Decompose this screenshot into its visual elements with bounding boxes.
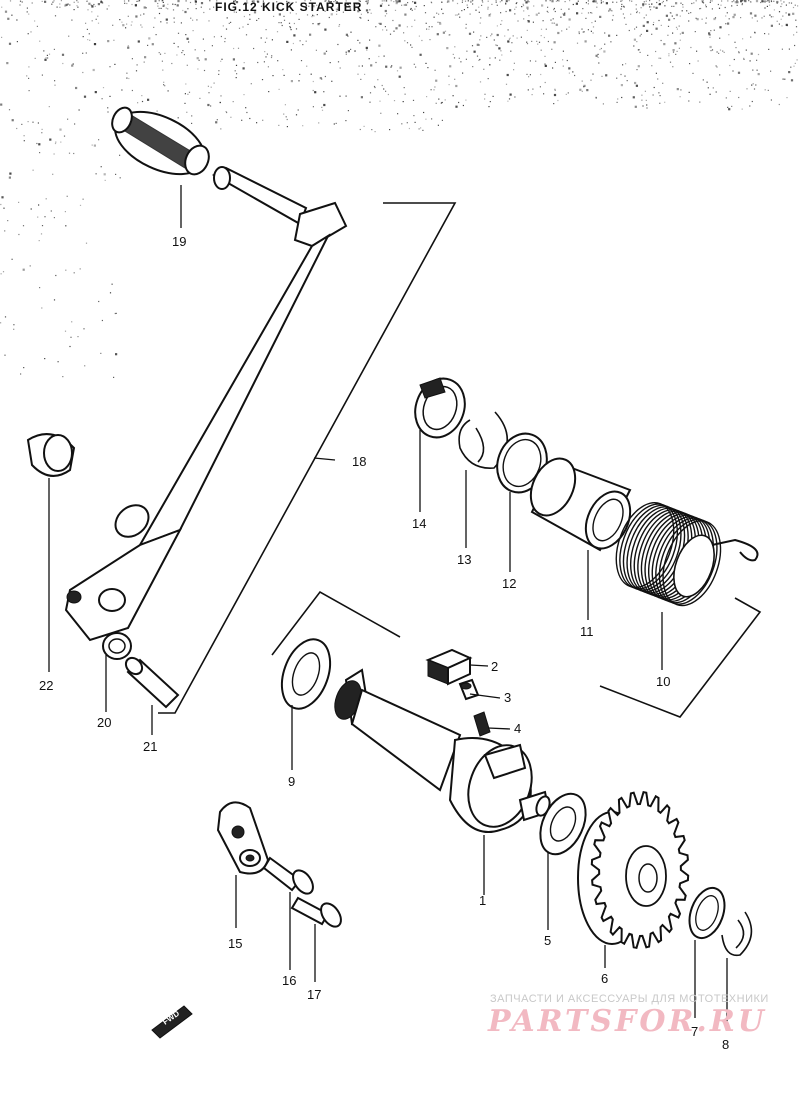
watermark-logo: PARTSFOR.RU	[488, 1004, 767, 1039]
callout-20: 20	[97, 715, 111, 730]
watermark-tagline: ЗАПЧАСТИ И АКСЕССУАРЫ ДЛЯ МОТОТЕХНИКИ	[490, 993, 769, 1005]
scan-noise	[0, 0, 799, 378]
callout-10: 10	[656, 674, 670, 689]
circlip-part	[102, 632, 132, 660]
pin-part	[458, 678, 480, 701]
direction-arrow: FWD	[151, 1005, 193, 1039]
callout-19: 19	[172, 234, 186, 249]
thrust-washer-part	[414, 377, 466, 439]
pinch-bolt-part	[124, 656, 180, 709]
leader-lines	[48, 185, 728, 1030]
gear-washer-part	[539, 792, 587, 856]
callout-15: 15	[228, 936, 242, 951]
kick-grip-part	[111, 106, 210, 176]
pin-spring-part	[473, 711, 491, 737]
kick-shaft-part	[334, 668, 551, 833]
callout-5: 5	[544, 933, 551, 948]
spring-guide-part	[529, 457, 632, 552]
callout-14: 14	[412, 516, 426, 531]
callout-3: 3	[504, 690, 511, 705]
shaft-washer-part	[280, 638, 332, 710]
stopper-plate-part	[216, 801, 270, 875]
gear-circlip-part	[721, 911, 753, 957]
callout-18: 18	[352, 454, 366, 469]
callout-21: 21	[143, 739, 157, 754]
callout-6: 6	[601, 971, 608, 986]
kick-lever-arm	[64, 166, 348, 642]
return-spring-part	[615, 502, 759, 612]
callout-4: 4	[514, 721, 521, 736]
figure-title: FIG.12 KICK STARTER	[215, 0, 362, 14]
callout-22: 22	[39, 678, 53, 693]
callouts: 1 2 3 4 5 6 7 8 9 10 11 12 13 14 15 16 1…	[39, 234, 729, 1052]
e-clip-part	[458, 411, 508, 469]
screw-part	[262, 856, 314, 895]
kick-gear-part	[577, 791, 690, 949]
callout-2: 2	[491, 659, 498, 674]
callout-7: 7	[691, 1024, 698, 1039]
key-part	[425, 648, 473, 686]
callout-11: 11	[580, 624, 594, 639]
callout-9: 9	[288, 774, 295, 789]
callout-16: 16	[282, 973, 296, 988]
shaft-group-outline	[271, 590, 401, 656]
callout-17: 17	[307, 987, 321, 1002]
circlip-washer-part	[688, 886, 726, 940]
callout-1: 1	[479, 893, 486, 908]
spring-group-outline	[599, 597, 762, 718]
callout-13: 13	[457, 552, 471, 567]
screw-part-2	[290, 896, 342, 928]
callout-8: 8	[722, 1037, 729, 1052]
callout-12: 12	[502, 576, 516, 591]
cap-part	[26, 433, 76, 477]
